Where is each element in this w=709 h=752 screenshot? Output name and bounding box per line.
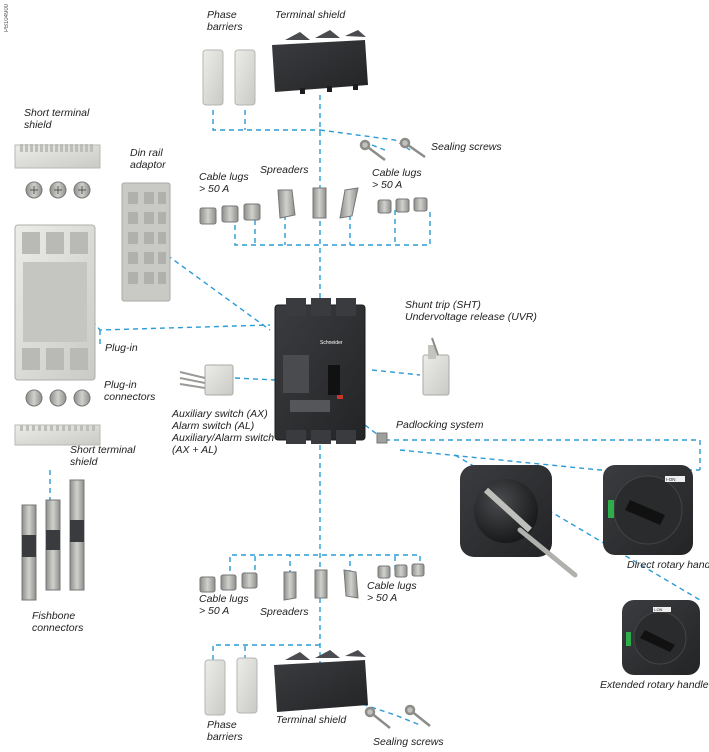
label-cable-lugs-top-right: Cable lugs> 50 A [372, 167, 422, 191]
label-cable-lugs-top-left: Cable lugs> 50 A [199, 171, 249, 195]
spreaders-bottom [283, 569, 359, 601]
label-cable-lugs-bottom-right: Cable lugs> 50 A [367, 580, 417, 604]
label-direct-rotary-handle: Direct rotary hand [627, 559, 709, 571]
extended-handle-marking: I-ON [654, 607, 663, 612]
label-spreaders-top: Spreaders [260, 164, 309, 176]
cable-lugs-bottom-left [199, 572, 258, 593]
phase-barriers-bottom [204, 657, 258, 716]
label-aux-switches: Auxiliary switch (AX)Alarm switch (AL) A… [172, 408, 275, 456]
label-padlocking-system: Padlocking system [396, 419, 484, 431]
label-extended-rotary-handle: Extended rotary handle [600, 679, 709, 691]
label-cable-lugs-bottom-left: Cable lugs> 50 A [199, 593, 249, 617]
rotary-handle-assembly [460, 465, 578, 578]
short-terminal-shield-bottom [14, 424, 101, 446]
terminal-shield-top [272, 30, 368, 94]
cable-lugs-top-right [377, 197, 428, 214]
label-sealing-screws-bottom: Sealing screws [373, 736, 444, 748]
label-sealing-screws-top: Sealing screws [431, 141, 502, 153]
label-terminal-shield-bottom: Terminal shield [276, 714, 347, 726]
label-terminal-shield-top: Terminal shield [275, 9, 346, 21]
din-rail-adaptor [121, 182, 171, 302]
direct-handle-marking: I-ON [666, 477, 676, 482]
label-plug-in: Plug-in [105, 342, 138, 354]
cable-lugs-top-left [199, 203, 261, 225]
label-shunt-trip: Shunt trip (SHT)Undervoltage release (UV… [405, 299, 537, 323]
circuit-breaker: Schneider [274, 298, 366, 444]
phase-barrier-plate [234, 49, 256, 106]
phase-barrier-plate [202, 49, 224, 106]
sealing-screws-bottom [364, 704, 431, 729]
screws-top-left [25, 181, 91, 199]
breaker-brand: Schneider [320, 340, 343, 346]
shunt-trip [422, 337, 450, 396]
short-terminal-shield-top [14, 144, 101, 169]
phase-barriers-top [202, 49, 256, 106]
padlocking-accessory [376, 432, 388, 444]
spreaders-top [277, 187, 359, 219]
plug-in-base [14, 224, 96, 381]
cable-lugs-bottom-right [377, 563, 425, 579]
fishbone-connectors [21, 479, 85, 601]
direct-rotary-handle: I-ON [603, 465, 693, 555]
terminal-shield-bottom [274, 650, 368, 712]
label-spreaders-bottom: Spreaders [260, 606, 309, 618]
aux-switch [179, 364, 234, 396]
plug-in-connectors [25, 389, 91, 407]
extended-rotary-handle: I-ON [622, 600, 700, 675]
sealing-screws-top [359, 137, 426, 161]
